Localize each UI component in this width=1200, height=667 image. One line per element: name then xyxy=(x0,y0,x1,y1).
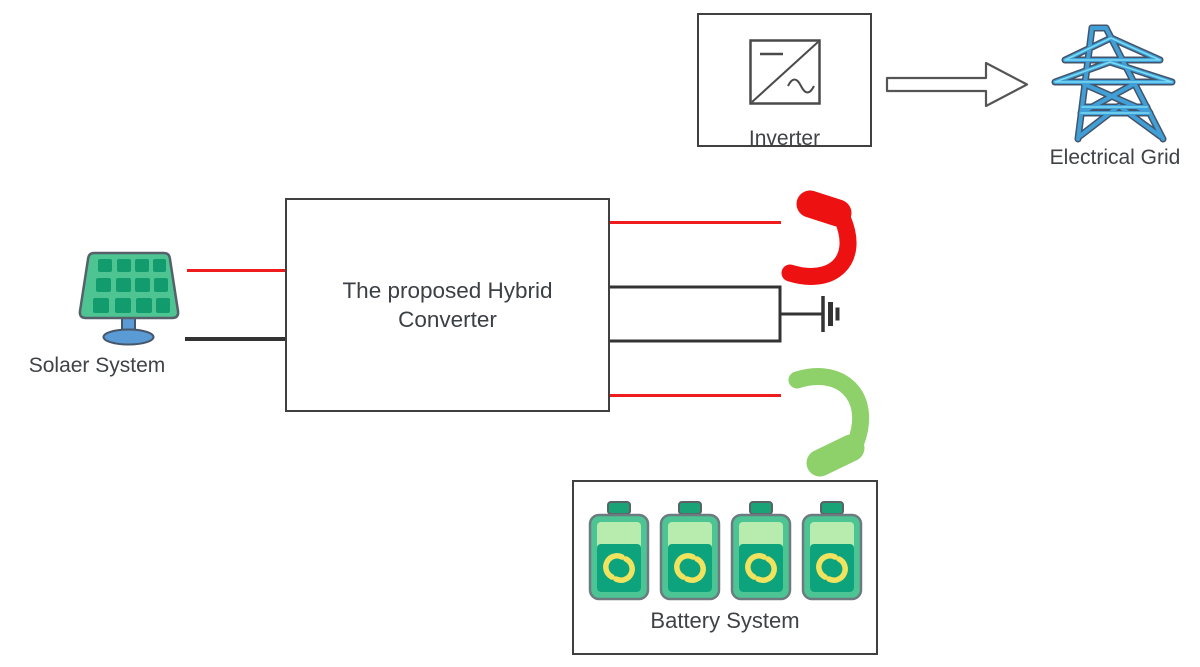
converter-battery-red-wire xyxy=(610,394,781,397)
solar-label: Solaer System xyxy=(28,354,166,377)
inverter-grid-arrow-icon xyxy=(885,61,1029,108)
red-curved-arrow-icon xyxy=(781,190,857,285)
converter-box: The proposed Hybrid Converter xyxy=(285,198,610,412)
battery-charging-icon xyxy=(730,501,791,601)
solar-panel-icon xyxy=(78,251,180,346)
converter-inverter-red-wire xyxy=(610,221,781,224)
green-curved-arrow-icon xyxy=(788,368,870,477)
battery-charging-icon xyxy=(801,501,862,601)
battery-charging-icon xyxy=(659,501,720,601)
battery-charging-icon xyxy=(588,501,649,601)
solar-converter-black-wire xyxy=(185,337,285,341)
solar-converter-red-wire xyxy=(187,269,285,272)
converter-label: The proposed Hybrid Converter xyxy=(342,277,553,332)
dc-bus-ground-icon xyxy=(610,285,840,343)
battery-row xyxy=(574,501,876,601)
inverter-label: Inverter xyxy=(748,127,821,150)
battery-box: Battery System xyxy=(572,480,878,655)
transmission-tower-icon xyxy=(1051,24,1176,143)
inverter-dc-ac-icon xyxy=(749,39,821,105)
grid-label: Electrical Grid xyxy=(1049,146,1181,169)
inverter-box: Inverter xyxy=(697,13,872,150)
battery-label: Battery System xyxy=(650,608,800,633)
